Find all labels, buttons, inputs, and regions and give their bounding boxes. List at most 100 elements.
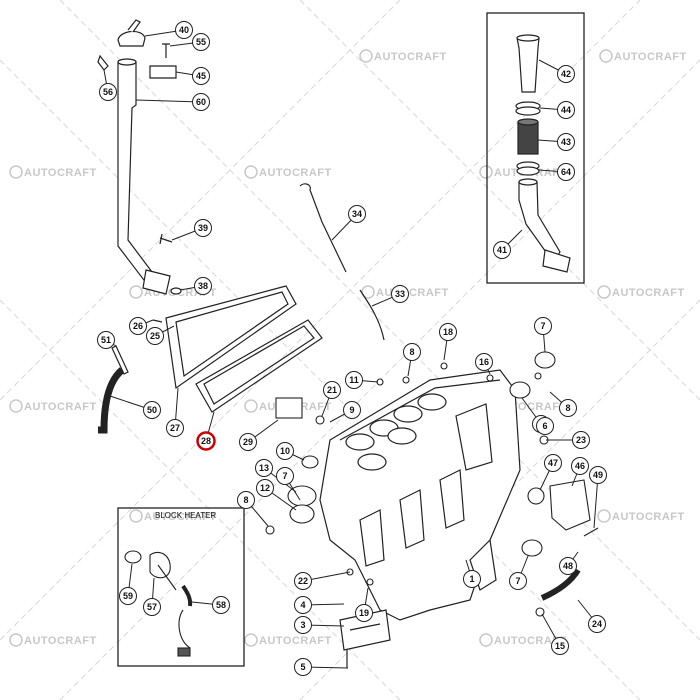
- svg-text:AUTOCRAFT: AUTOCRAFT: [259, 167, 332, 179]
- callout-46[interactable]: 46: [571, 457, 589, 475]
- callout-7[interactable]: 7: [276, 467, 294, 485]
- callout-number: 8: [409, 347, 414, 357]
- callout-33[interactable]: 33: [391, 285, 409, 303]
- callout-number: 21: [327, 385, 337, 395]
- watermark: AUTOCRAFT: [9, 399, 96, 413]
- callout-19[interactable]: 19: [355, 604, 373, 622]
- callout-number: 44: [561, 105, 571, 115]
- callout-50[interactable]: 50: [143, 401, 161, 419]
- callout-number: 6: [542, 421, 547, 431]
- svg-text:AUTOCRAFT: AUTOCRAFT: [144, 511, 217, 523]
- callout-number: 1: [469, 574, 474, 584]
- callout-number: 34: [352, 209, 362, 219]
- filler-tube-parts: [97, 19, 323, 434]
- callout-number: 3: [300, 620, 305, 630]
- callout-number: 25: [150, 331, 160, 341]
- callout-29[interactable]: 29: [239, 433, 257, 451]
- callout-15[interactable]: 15: [551, 637, 569, 655]
- callout-8[interactable]: 8: [559, 399, 577, 417]
- callout-number: 58: [216, 600, 226, 610]
- callout-56[interactable]: 56: [99, 83, 117, 101]
- callout-25[interactable]: 25: [146, 327, 164, 345]
- inset-tube-parts: [515, 34, 571, 273]
- callout-number: 47: [548, 458, 558, 468]
- callout-27[interactable]: 27: [166, 419, 184, 437]
- callout-57[interactable]: 57: [143, 598, 161, 616]
- callout-number: 46: [575, 461, 585, 471]
- callout-number: 23: [576, 435, 586, 445]
- callout-21[interactable]: 21: [323, 381, 341, 399]
- callout-number: 39: [198, 223, 208, 233]
- callout-38[interactable]: 38: [194, 277, 212, 295]
- callout-28-highlighted[interactable]: 28: [196, 431, 216, 451]
- callout-number: 18: [443, 327, 453, 337]
- callout-number: 4: [300, 600, 305, 610]
- callout-49[interactable]: 49: [589, 466, 607, 484]
- callout-number: 33: [395, 289, 405, 299]
- block-heater-parts: [124, 550, 193, 657]
- callout-7[interactable]: 7: [534, 317, 552, 335]
- watermark: AUTOCRAFT: [244, 633, 331, 647]
- callout-8[interactable]: 8: [403, 343, 421, 361]
- callout-10[interactable]: 10: [276, 442, 294, 460]
- callout-26[interactable]: 26: [129, 317, 147, 335]
- callout-40[interactable]: 40: [175, 21, 193, 39]
- callout-42[interactable]: 42: [557, 65, 575, 83]
- callout-64[interactable]: 64: [557, 163, 575, 181]
- callout-59[interactable]: 59: [119, 587, 137, 605]
- callout-45[interactable]: 45: [192, 67, 210, 85]
- callout-51[interactable]: 51: [97, 331, 115, 349]
- callout-47[interactable]: 47: [544, 454, 562, 472]
- callout-11[interactable]: 11: [345, 371, 363, 389]
- callout-number: 38: [198, 281, 208, 291]
- watermark: AUTOCRAFT: [9, 165, 97, 179]
- callout-60[interactable]: 60: [192, 93, 210, 111]
- callout-13[interactable]: 13: [255, 459, 273, 477]
- callout-34[interactable]: 34: [348, 205, 366, 223]
- callout-number: 26: [133, 321, 143, 331]
- callout-number: 8: [243, 495, 248, 505]
- callout-4[interactable]: 4: [294, 596, 312, 614]
- watermark: AUTOCRAFT: [479, 633, 566, 647]
- callout-43[interactable]: 43: [557, 133, 575, 151]
- watermark: AUTOCRAFT: [244, 165, 332, 179]
- callout-48[interactable]: 48: [559, 557, 577, 575]
- svg-text:AUTOCRAFT: AUTOCRAFT: [24, 167, 97, 179]
- callout-number: 19: [359, 608, 369, 618]
- callout-number: 7: [282, 471, 287, 481]
- callout-number: 59: [123, 591, 133, 601]
- callout-12[interactable]: 12: [256, 479, 274, 497]
- svg-text:AUTOCRAFT: AUTOCRAFT: [612, 511, 685, 523]
- callout-22[interactable]: 22: [294, 572, 312, 590]
- callout-3[interactable]: 3: [294, 616, 312, 634]
- callout-number: 8: [565, 403, 570, 413]
- inset-title: BLOCK HEATER: [155, 511, 216, 520]
- callout-44[interactable]: 44: [557, 101, 575, 119]
- callout-39[interactable]: 39: [194, 219, 212, 237]
- callout-number: 55: [196, 37, 206, 47]
- callout-9[interactable]: 9: [343, 401, 361, 419]
- callout-number: 43: [561, 137, 571, 147]
- callout-number: 60: [196, 97, 206, 107]
- callout-number: 64: [561, 167, 571, 177]
- callout-number: 12: [260, 483, 270, 493]
- callout-1[interactable]: 1: [463, 570, 481, 588]
- callout-8[interactable]: 8: [237, 491, 255, 509]
- callout-23[interactable]: 23: [572, 431, 590, 449]
- callout-number: 7: [540, 321, 545, 331]
- callout-7[interactable]: 7: [509, 572, 527, 590]
- watermark: AUTOCRAFT: [129, 509, 217, 523]
- watermark: AUTOCRAFT: [9, 633, 96, 647]
- callout-number: 40: [179, 25, 189, 35]
- callout-58[interactable]: 58: [212, 596, 230, 614]
- callout-16[interactable]: 16: [475, 353, 493, 371]
- callout-6[interactable]: 6: [536, 417, 554, 435]
- callout-55[interactable]: 55: [192, 33, 210, 51]
- callout-41[interactable]: 41: [493, 241, 511, 259]
- callout-5[interactable]: 5: [294, 658, 312, 676]
- callout-number: 42: [561, 69, 571, 79]
- callout-18[interactable]: 18: [439, 323, 457, 341]
- callout-24[interactable]: 24: [588, 615, 606, 633]
